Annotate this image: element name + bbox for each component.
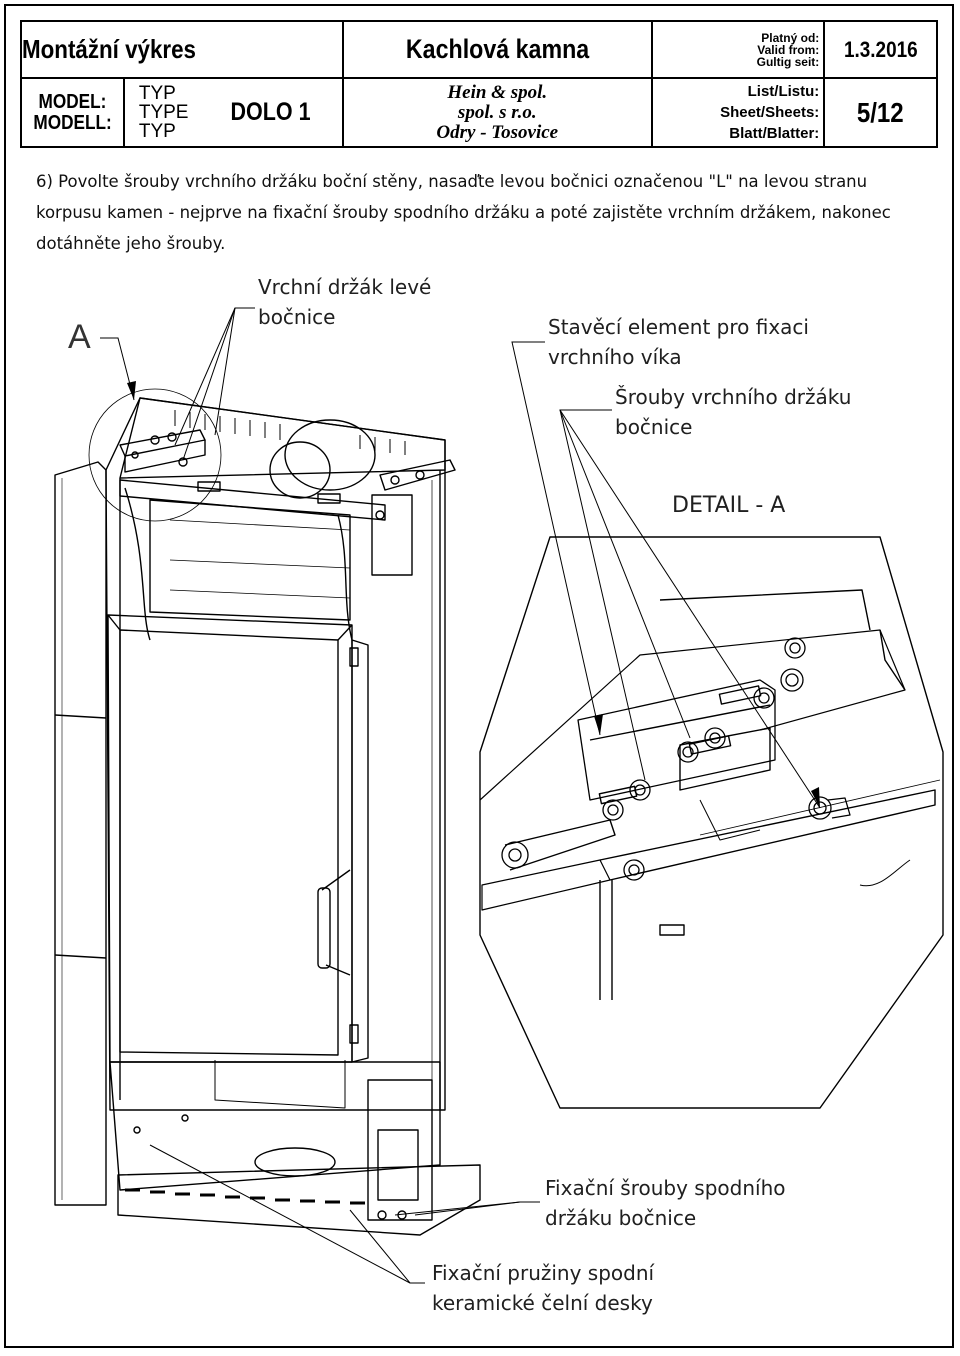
detail-a-view bbox=[479, 536, 944, 1109]
springs-label: Fixační pružiny spodní keramické čelní d… bbox=[432, 1261, 655, 1315]
leader-lines bbox=[100, 307, 821, 1284]
instruction-text: 6) Povolte šrouby vrchního držáku boční … bbox=[36, 172, 891, 253]
stove-base bbox=[109, 1060, 481, 1236]
bracket-screws-label: Šrouby vrchního držáku bočnice bbox=[615, 385, 852, 439]
type-labels: TYP TYPE TYP bbox=[122, 77, 199, 148]
model-labels: MODEL: MODELL: bbox=[20, 77, 125, 148]
sheet-value: 5/12 bbox=[823, 77, 938, 148]
valid-from-date: 1.3.2016 bbox=[823, 20, 938, 79]
detail-a-circle bbox=[88, 388, 222, 522]
title-block: Montážní výkres Kachlová kamna Platný od… bbox=[20, 20, 938, 148]
top-right-bracket bbox=[371, 459, 456, 576]
manufacturer: Hein & spol. spol. s r.o. Odry - Tosovic… bbox=[341, 77, 653, 148]
detail-title: DETAIL - A bbox=[672, 493, 786, 518]
valid-from-labels: Platný od: Valid from: Gultig seit: bbox=[650, 20, 826, 79]
top-bracket-label: Vrchní držák levé bočnice bbox=[258, 275, 432, 329]
drawing-title: Montážní výkres bbox=[20, 20, 344, 79]
ceramic-side-panel bbox=[54, 461, 107, 1206]
stove-body bbox=[105, 397, 446, 1111]
bottom-screws-label: Fixační šrouby spodního držáku bočnice bbox=[545, 1176, 786, 1230]
detail-marker-label: A bbox=[68, 318, 91, 356]
sheet-labels: List/Listu: Sheet/Sheets: Blatt/Blatter: bbox=[650, 77, 826, 148]
drawing-frame bbox=[4, 4, 954, 1348]
top-left-bracket bbox=[119, 429, 206, 473]
model-value: DOLO 1 bbox=[198, 77, 344, 148]
stove-door bbox=[107, 614, 369, 1063]
levelling-element-label: Stavěcí element pro fixaci vrchního víka bbox=[548, 315, 809, 369]
product-name: Kachlová kamna bbox=[341, 20, 653, 79]
arrowheads bbox=[127, 381, 820, 808]
